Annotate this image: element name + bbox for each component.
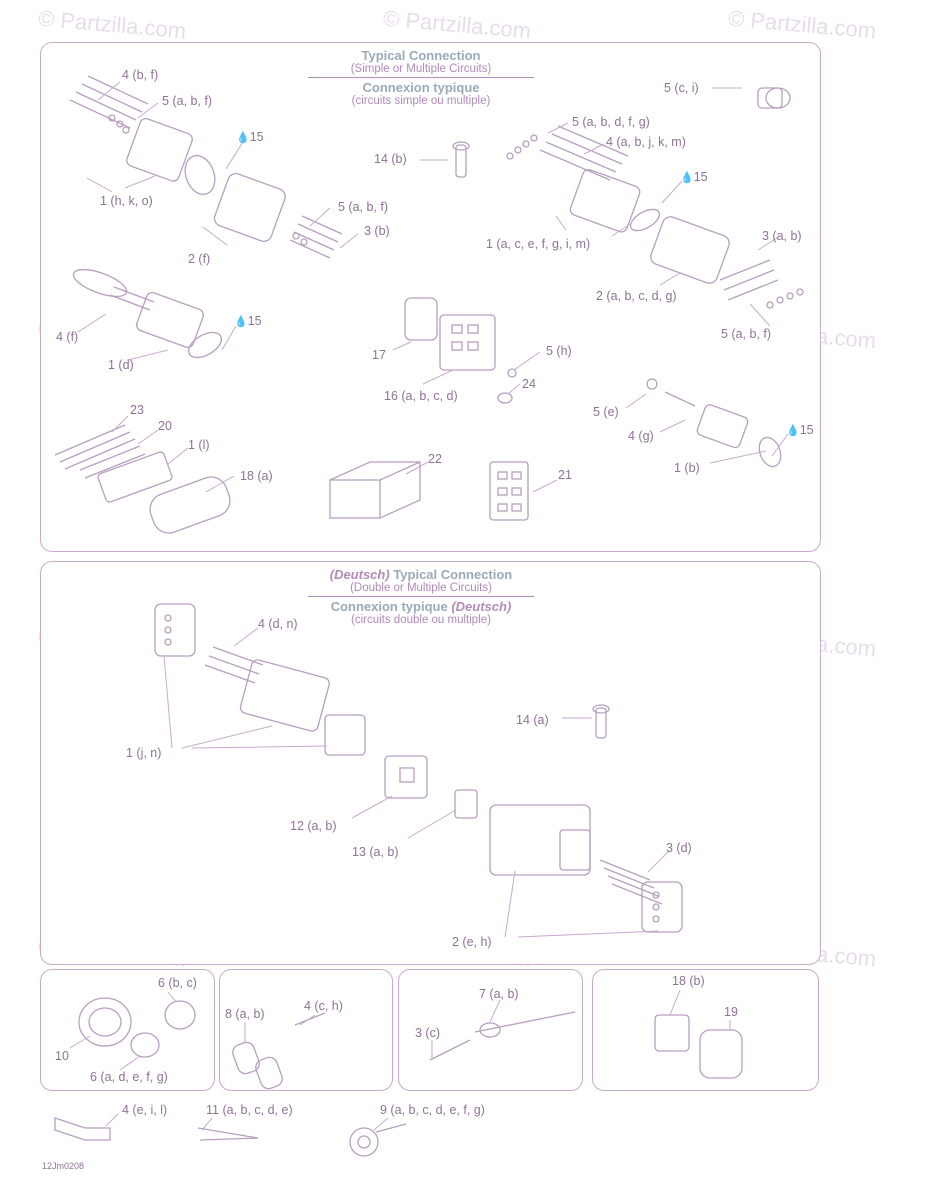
subtitle-en: (Double or Multiple Circuits) xyxy=(350,582,492,594)
label-4-dn: 4 (d, n) xyxy=(258,617,298,631)
drop-icon: 💧 xyxy=(680,172,694,184)
label-6-adefg: 6 (a, d, e, f, g) xyxy=(90,1070,168,1084)
label-14-b: 14 (b) xyxy=(374,152,407,166)
label-11-abcde: 11 (a, b, c, d, e) xyxy=(206,1103,293,1117)
label-2-eh: 2 (e, h) xyxy=(452,935,492,949)
label-5-ci: 5 (c, i) xyxy=(664,81,699,95)
label-12-ab: 12 (a, b) xyxy=(290,819,337,833)
label-19: 19 xyxy=(724,1005,738,1019)
drop-icon: 💧 xyxy=(786,425,800,437)
label-4-ch: 4 (c, h) xyxy=(304,999,343,1013)
label-9-abcdefg: 9 (a, b, c, d, e, f, g) xyxy=(380,1103,485,1117)
label-4-eil: 4 (e, i, l) xyxy=(122,1103,168,1117)
label-15-4: 💧15 xyxy=(786,423,814,437)
panel-bottom-1 xyxy=(40,969,215,1091)
label-15: 💧15 xyxy=(236,130,264,144)
label-15-3: 💧15 xyxy=(234,314,262,328)
label-1-l: 1 (l) xyxy=(188,438,210,452)
subtitle-fr: (circuits double ou multiple) xyxy=(351,614,491,626)
label-20: 20 xyxy=(158,419,172,433)
label-4-f: 4 (f) xyxy=(56,330,79,344)
label-17: 17 xyxy=(372,348,386,362)
panel-bottom-3 xyxy=(398,969,583,1091)
label-15-2: 💧15 xyxy=(680,170,708,184)
label-1-hko: 1 (h, k, o) xyxy=(100,194,153,208)
label-5-abdfg: 5 (a, b, d, f, g) xyxy=(572,115,650,129)
label-21: 21 xyxy=(558,468,572,482)
label-3-ab: 3 (a, b) xyxy=(762,229,802,243)
label-14-a: 14 (a) xyxy=(516,713,549,727)
title-divider xyxy=(308,596,534,597)
label-1-b: 1 (b) xyxy=(674,461,700,475)
label-5-h: 5 (h) xyxy=(546,344,572,358)
label-3-d: 3 (d) xyxy=(666,841,692,855)
label-3-b: 3 (b) xyxy=(364,224,390,238)
label-2-f: 2 (f) xyxy=(188,252,211,266)
label-1-d: 1 (d) xyxy=(108,358,134,372)
panel-top-title-block: Typical Connection (Simple or Multiple C… xyxy=(305,48,537,107)
label-5-abf: 5 (a, b, f) xyxy=(162,94,213,108)
drop-icon: 💧 xyxy=(234,316,248,328)
subtitle-fr: (circuits simple ou multiple) xyxy=(351,95,491,107)
title-en: Typical Connection xyxy=(361,48,481,63)
label-2-abcdg: 2 (a, b, c, d, g) xyxy=(596,289,677,303)
panel-bottom-2 xyxy=(219,969,393,1091)
brand-deutsch: (Deutsch) xyxy=(329,567,390,582)
label-7-ab: 7 (a, b) xyxy=(479,987,519,1001)
label-23: 23 xyxy=(130,403,144,417)
label-5-abf-3: 5 (a, b, f) xyxy=(721,327,772,341)
label-18-a: 18 (a) xyxy=(240,469,273,483)
label-16-abcd: 16 (a, b, c, d) xyxy=(384,389,458,403)
drop-icon: 💧 xyxy=(236,132,250,144)
label-10: 10 xyxy=(55,1049,69,1063)
label-1-acefgim: 1 (a, c, e, f, g, i, m) xyxy=(486,237,591,251)
label-13-ab: 13 (a, b) xyxy=(352,845,399,859)
label-4-g: 4 (g) xyxy=(628,429,654,443)
title-divider xyxy=(308,77,534,78)
brand-deutsch: (Deutsch) xyxy=(451,599,512,614)
panel-mid-title-block: (Deutsch) Typical Connection (Double or … xyxy=(305,567,537,626)
subtitle-en: (Simple or Multiple Circuits) xyxy=(350,63,492,75)
title-fr: Connexion typique xyxy=(362,80,480,95)
label-4-bf: 4 (b, f) xyxy=(122,68,159,82)
label-22: 22 xyxy=(428,452,442,466)
label-5-e: 5 (e) xyxy=(593,405,619,419)
label-18-b: 18 (b) xyxy=(672,974,705,988)
diagram-code: 12Jm0208 xyxy=(42,1161,85,1171)
label-6-bc: 6 (b, c) xyxy=(158,976,197,990)
label-4-abjkm: 4 (a, b, j, k, m) xyxy=(606,135,686,149)
label-24: 24 xyxy=(522,377,536,391)
label-8-ab: 8 (a, b) xyxy=(225,1007,265,1021)
label-1-jn: 1 (j, n) xyxy=(126,746,162,760)
label-5-abf-2: 5 (a, b, f) xyxy=(338,200,389,214)
panel-bottom-4 xyxy=(592,969,819,1091)
title-fr: Connexion typique (Deutsch) xyxy=(330,599,512,614)
label-3-c: 3 (c) xyxy=(415,1026,440,1040)
title-en: (Deutsch) Typical Connection xyxy=(329,567,513,582)
